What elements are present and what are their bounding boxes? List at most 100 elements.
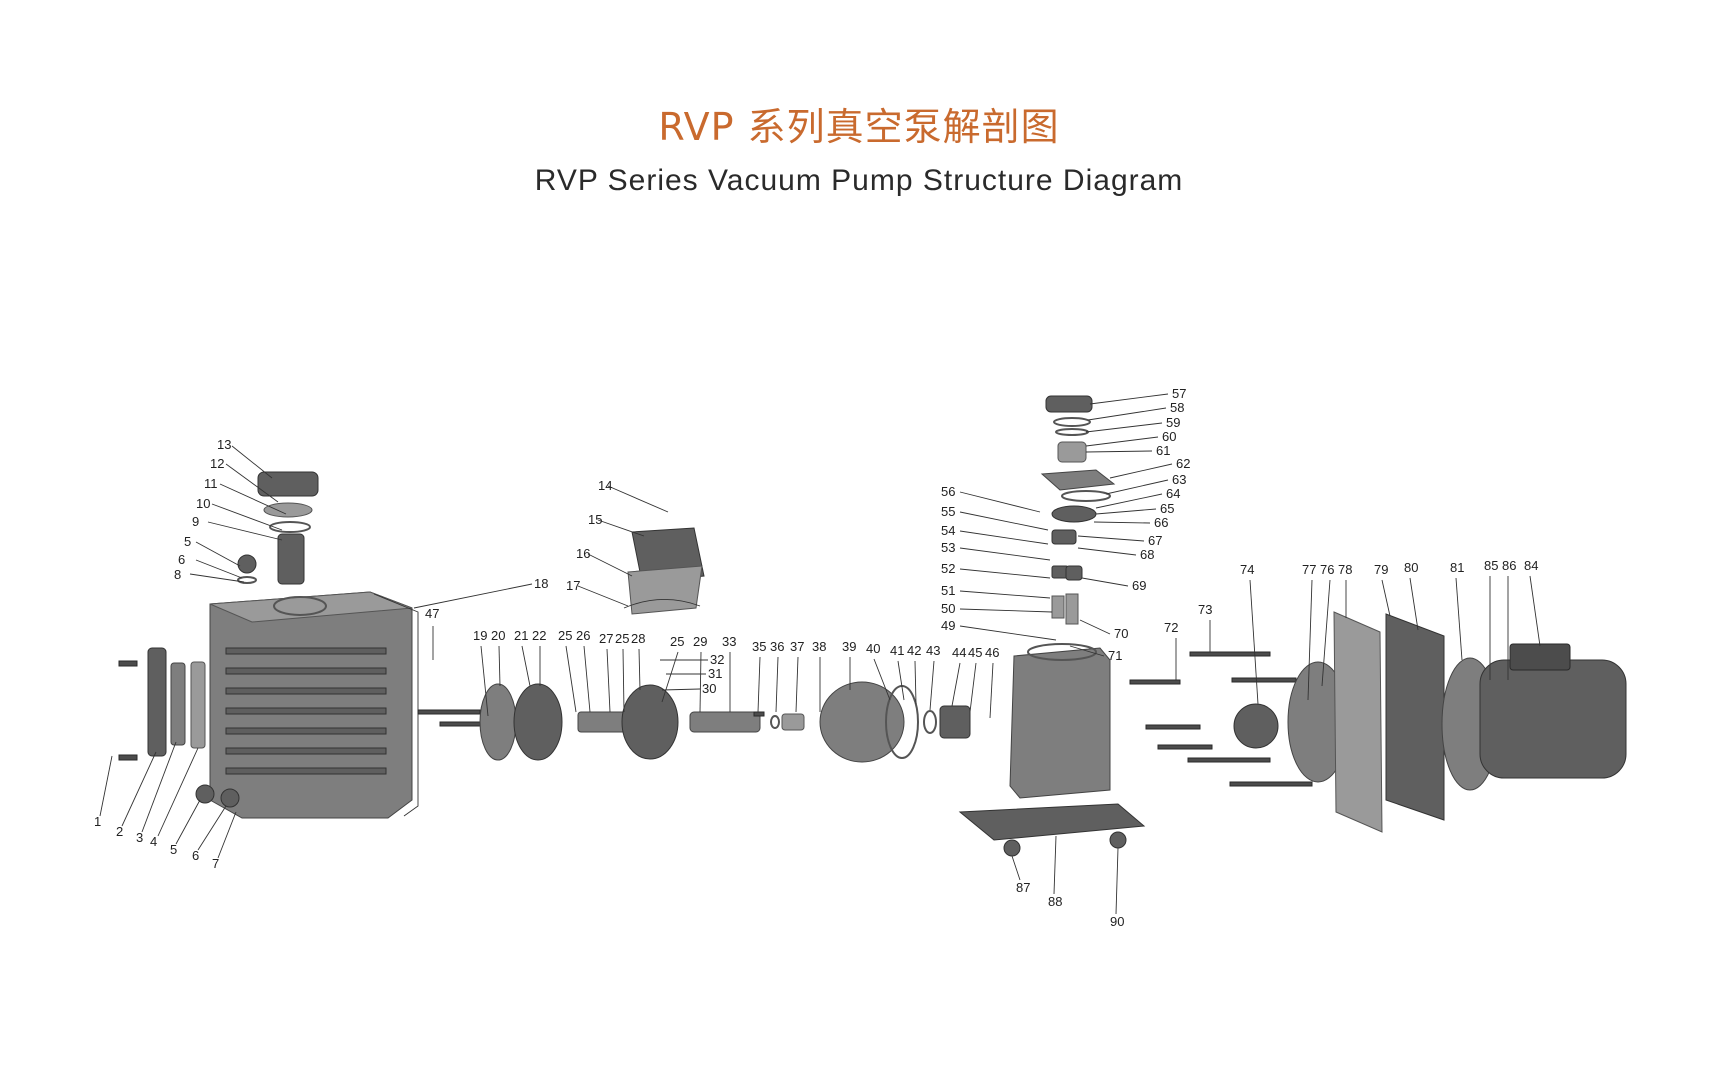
leader-line <box>661 651 679 703</box>
label-part-35: 35 <box>752 639 766 654</box>
part-valve-housing <box>1009 647 1111 799</box>
leader-line <box>929 660 935 711</box>
housing-fins <box>225 647 387 775</box>
label-part-25a: 25 <box>558 628 572 643</box>
label-part-36: 36 <box>770 639 784 654</box>
leader-line <box>989 662 994 719</box>
leader-line <box>1455 577 1463 661</box>
label-part-62: 62 <box>1176 456 1190 471</box>
leader-line <box>197 805 227 851</box>
label-part-57: 57 <box>1172 386 1186 401</box>
part-valve-washer <box>1053 417 1091 427</box>
label-part-80: 80 <box>1404 560 1418 575</box>
leader-line <box>775 656 779 713</box>
part-valve-block <box>1051 529 1077 545</box>
label-part-56: 56 <box>941 484 955 499</box>
leader-line <box>1089 393 1169 405</box>
leader-line <box>959 511 1049 531</box>
label-part-43: 43 <box>926 643 940 658</box>
part-bolt <box>1187 757 1271 763</box>
leader-line <box>1085 422 1163 433</box>
leader-line <box>157 747 199 837</box>
leader-line <box>897 660 905 701</box>
part-impeller <box>1233 703 1279 749</box>
label-part-16: 16 <box>576 546 590 561</box>
label-part-77: 77 <box>1302 562 1316 577</box>
label-part-30: 30 <box>702 681 716 696</box>
label-part-21: 21 <box>514 628 528 643</box>
label-part-14: 14 <box>598 478 612 493</box>
diagram-title-english: RVP Series Vacuum Pump Structure Diagram <box>534 164 1184 197</box>
part-end-plate <box>479 683 517 761</box>
leader-line <box>1087 407 1167 421</box>
leader-line <box>225 463 279 503</box>
leader-line <box>587 553 633 577</box>
part-foot <box>1109 831 1127 849</box>
part-foot <box>1003 839 1021 857</box>
label-part-31: 31 <box>708 666 722 681</box>
leader-line <box>661 688 701 691</box>
label-part-29: 29 <box>693 634 707 649</box>
part-motor-body <box>1479 659 1627 779</box>
leader-line <box>1249 579 1259 705</box>
label-part-68: 68 <box>1140 547 1154 562</box>
leader-line <box>1011 855 1021 881</box>
label-part-5: 5 <box>170 842 177 857</box>
label-part-63: 63 <box>1172 472 1186 487</box>
label-part-53: 53 <box>941 540 955 555</box>
part-coupling <box>939 705 971 739</box>
label-part-47: 47 <box>425 606 439 621</box>
leader-line <box>413 583 533 609</box>
leader-line <box>622 648 625 713</box>
label-part-79: 79 <box>1374 562 1388 577</box>
leader-line <box>141 741 177 833</box>
part-bolt <box>1231 677 1297 683</box>
parts-artwork <box>118 395 1627 857</box>
part-motor-flange <box>1385 613 1445 821</box>
part-bushing <box>781 713 805 731</box>
label-part-7: 7 <box>212 856 219 871</box>
part-screw <box>118 660 138 667</box>
label-part-66: 66 <box>1154 515 1168 530</box>
label-part-78: 78 <box>1338 562 1352 577</box>
part-screw <box>118 754 138 761</box>
leader-line <box>219 483 287 515</box>
part-mid-plate <box>621 684 679 760</box>
part-drain-plug <box>220 788 240 808</box>
part-valve-cap <box>1045 395 1093 413</box>
leader-line <box>873 658 891 701</box>
label-part-71: 71 <box>1108 648 1122 663</box>
label-part-15: 15 <box>588 512 602 527</box>
label-part-65: 65 <box>1160 501 1174 516</box>
leader-line <box>195 541 241 567</box>
part-valve-plate <box>1040 469 1116 491</box>
leader-line <box>1115 847 1119 915</box>
part-gasket <box>170 662 186 746</box>
leader-line <box>1095 493 1163 509</box>
label-part-46: 46 <box>985 645 999 660</box>
part-terminal-box <box>1509 643 1571 671</box>
label-part-11: 11 <box>204 476 218 491</box>
leader-line <box>121 751 157 827</box>
leader-line <box>1081 577 1129 587</box>
label-part-3: 3 <box>136 830 143 845</box>
part-drain-plug <box>195 784 215 804</box>
label-part-9: 9 <box>192 514 199 529</box>
leader-line <box>914 660 917 705</box>
leader-line <box>959 608 1053 613</box>
label-part-6b: 6 <box>178 552 185 567</box>
label-part-25b: 25 <box>615 631 629 646</box>
part-window <box>190 661 206 749</box>
leader-line <box>959 530 1049 545</box>
leader-line <box>1321 579 1331 687</box>
housing-top <box>209 591 413 623</box>
leader-line <box>969 662 977 713</box>
label-part-13: 13 <box>217 437 231 452</box>
label-part-4: 4 <box>150 834 157 849</box>
part-seal-ring <box>263 502 313 518</box>
part-plug <box>237 554 257 574</box>
part-shaft-rotor <box>689 711 761 733</box>
label-part-81: 81 <box>1450 560 1464 575</box>
leader-line <box>1109 463 1173 479</box>
